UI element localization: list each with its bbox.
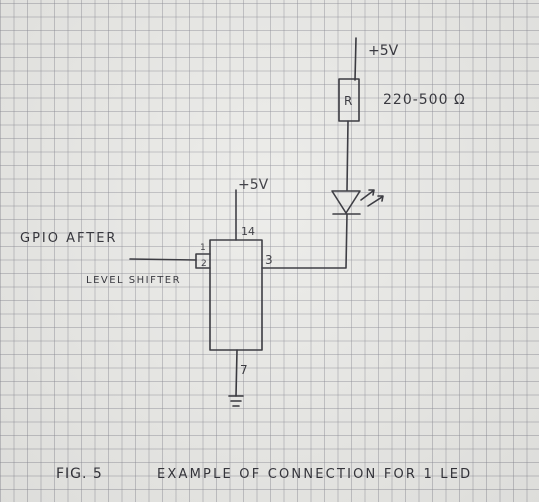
ground-symbol [228,395,244,407]
resistor-symbol-label: R [344,94,352,108]
pin-3-label: 3 [265,253,273,267]
gpio-input-wire [129,258,197,261]
resistor-body [338,78,360,122]
ic-supply-label: +5V [238,177,269,193]
figure-number: FIG. 5 [56,466,103,482]
ic-chip-body [209,239,263,351]
led-output-wire [261,213,348,269]
resistor-value-label: 220-500 Ω [383,92,466,108]
pin-2-label: 2 [201,259,207,269]
top-supply-label: +5V [368,43,399,59]
gpio-label-line2: LEVEL SHIFTER [86,275,181,286]
pin-1-label: 1 [200,243,206,253]
resistor-led-wire [346,120,349,191]
gpio-label-line1: GPIO AFTER [20,231,117,246]
ground-wire [235,349,238,397]
led-light-arrow-1 [360,189,375,201]
led-symbol [331,190,361,214]
pin-7-label: 7 [240,363,248,377]
led-light-arrow-2 [367,195,384,207]
top-supply-wire [354,37,357,81]
figure-caption: EXAMPLE OF CONNECTION FOR 1 LED [157,467,472,482]
pin-1-2-box [195,253,211,269]
pin-14-label: 14 [241,225,255,238]
